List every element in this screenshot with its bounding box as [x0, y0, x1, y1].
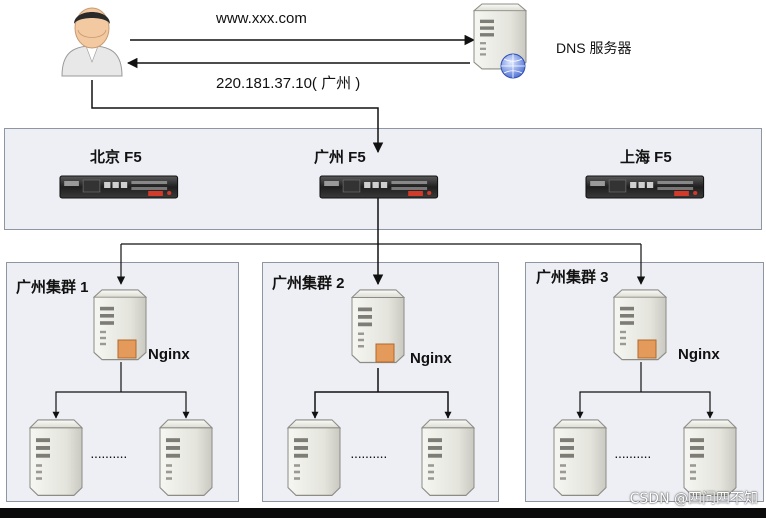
watermark: CSDN @四问四不知 — [629, 491, 758, 507]
nginx-label-1: Nginx — [148, 346, 190, 363]
f5-device-guangzhou — [319, 175, 439, 199]
cluster-3-backend-connector — [579, 391, 711, 418]
bottom-bar — [0, 508, 766, 518]
backend-server-icon — [287, 419, 341, 497]
user-icon — [61, 7, 123, 77]
backend-server-icon — [159, 419, 213, 497]
f5-label-guangzhou: 广州 F5 — [314, 149, 366, 166]
cluster-2-backend-connector — [314, 391, 449, 418]
nginx-label-2: Nginx — [410, 350, 452, 367]
cluster-1-ellipsis: ·········· — [90, 448, 128, 464]
cluster-3-title: 广州集群 3 — [536, 269, 609, 286]
dns-server-icon — [473, 3, 527, 79]
f5-device-beijing — [59, 175, 179, 199]
nginx-server-icon-1 — [93, 289, 147, 361]
cluster-1-title: 广州集群 1 — [16, 279, 89, 296]
nginx-server-icon-2 — [351, 289, 405, 364]
backend-server-icon — [683, 419, 737, 497]
cluster-1-backend-connector — [55, 391, 187, 418]
backend-server-icon — [29, 419, 83, 497]
cluster-3-ellipsis: ·········· — [614, 448, 652, 464]
cluster-2-title: 广州集群 2 — [272, 275, 345, 292]
nginx-label-3: Nginx — [678, 346, 720, 363]
nginx-server-icon-3 — [613, 289, 667, 361]
f5-label-shanghai: 上海 F5 — [620, 149, 672, 166]
backend-server-icon — [553, 419, 607, 497]
user-to-f5-connector — [91, 80, 384, 154]
cluster-2-ellipsis: ·········· — [350, 448, 388, 464]
f5-label-beijing: 北京 F5 — [90, 149, 142, 166]
request-domain-label: www.xxx.com — [216, 10, 307, 27]
backend-server-icon — [421, 419, 475, 497]
dns-server-label: DNS 服务器 — [556, 40, 632, 56]
f5-device-shanghai — [585, 175, 705, 199]
dns-response-label: 220.181.37.10( 广州 ) — [216, 75, 361, 92]
